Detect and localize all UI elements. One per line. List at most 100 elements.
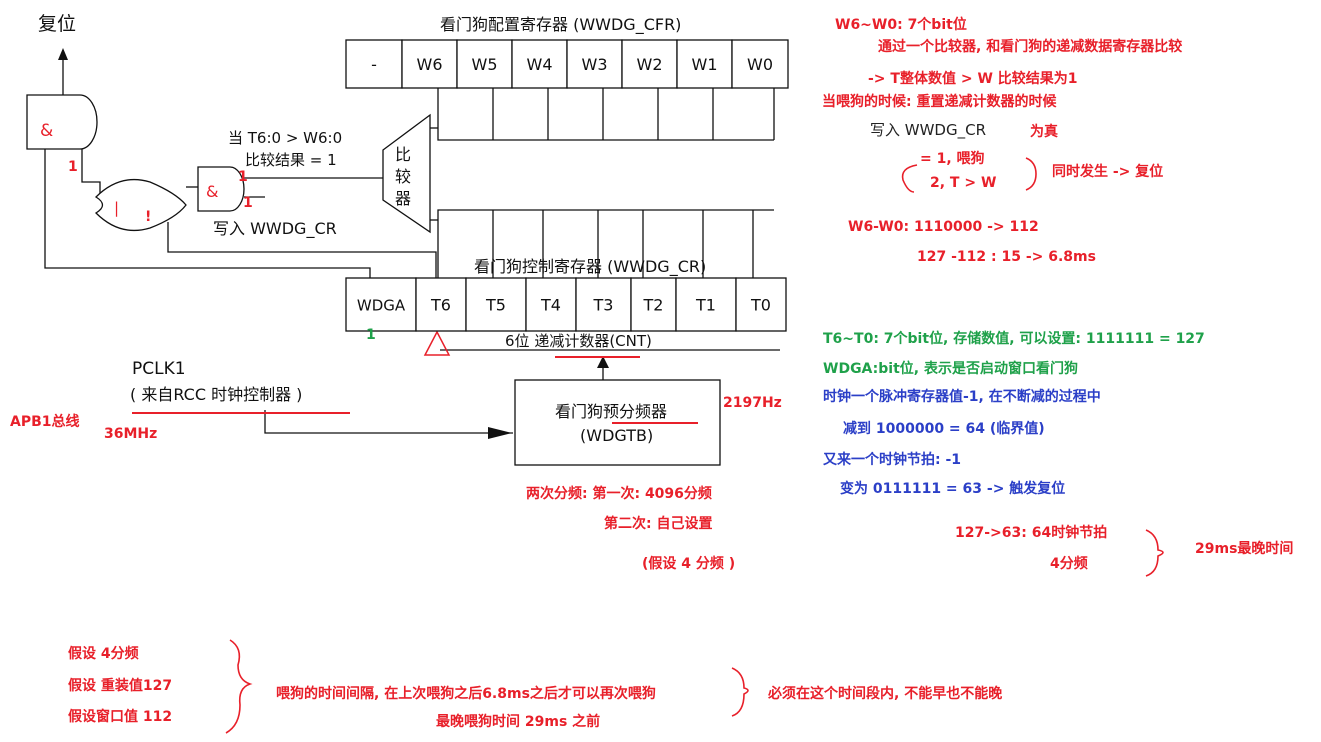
clk-desc: 时钟一个脉冲寄存器值-1, 在不断减的过程中 — [823, 389, 1101, 405]
cond-2: 2, T > W — [930, 175, 997, 191]
wdga-desc: WDGA:bit位, 表示是否启动窗口看门狗 — [823, 361, 1078, 377]
pclk-wire — [264, 410, 513, 434]
cr-cells-bit-label: T6 — [430, 296, 451, 315]
simul-note: 同时发生 -> 复位 — [1052, 164, 1164, 180]
reset-arrow-head — [58, 48, 68, 60]
prescaler-line-2: (WDGTB) — [580, 426, 653, 445]
w-desc: 通过一个比较器, 和看门狗的递减数据寄存器比较 — [878, 39, 1183, 55]
write-cr-label: 写入 WWDG_CR — [213, 219, 337, 239]
cfr-cells-bit-label: W0 — [747, 55, 773, 74]
prescaler-line-1: 看门狗预分频器 — [555, 402, 667, 421]
or-symbol: | — [114, 199, 119, 217]
cr-cells-cell — [465, 277, 527, 332]
feed-when: 当喂狗的时候: 重置递减计数器的时候 — [822, 94, 1057, 110]
cfr-title: 看门狗配置寄存器 (WWDG_CFR) — [440, 15, 681, 35]
cfr-cells-bit-label: W6 — [417, 55, 443, 74]
cr-cells-bit-label: T3 — [593, 296, 614, 315]
write-cr-wire — [167, 222, 437, 278]
ticks-note: 127->63: 64时钟节拍 — [955, 525, 1108, 541]
pclk-label: PCLK1 — [132, 359, 186, 379]
comparator-char-3: 器 — [395, 189, 411, 208]
cr-cells-bit-label: T5 — [485, 296, 506, 315]
cfr-cells-bit-label: W5 — [472, 55, 498, 74]
time-brace — [1145, 529, 1164, 577]
cfr-cells-cell — [511, 39, 568, 89]
two-div-note: 两次分频: 第一次: 4096分频 — [526, 486, 712, 502]
freq-2197: 2197Hz — [723, 395, 782, 411]
cfr-cells-cell — [401, 39, 458, 89]
and2-in-top: 1 — [238, 169, 248, 185]
cr-cells-cell — [630, 277, 677, 332]
must-note: 必须在这个时间段内, 不能早也不能晚 — [768, 686, 1003, 702]
cfr-cells-cell — [456, 39, 513, 89]
or-to-and-wire — [81, 149, 101, 197]
compare-line-1: 当 T6:0 > W6:0 — [228, 129, 342, 147]
and2-in-bottom: 1 — [243, 195, 253, 211]
latest-feed: 最晚喂狗时间 29ms 之前 — [436, 714, 601, 730]
cfr-bus — [437, 88, 774, 141]
cfr-cells-bit-label: W1 — [692, 55, 718, 74]
cr-title: 看门狗控制寄存器 (WWDG_CR) — [474, 257, 706, 277]
wdga-one: 1 — [366, 327, 376, 343]
assume-brace — [225, 639, 253, 734]
second-div-note: 第二次: 自己设置 — [604, 516, 713, 532]
comparator-char-2: 较 — [395, 167, 411, 186]
cfr-cells-cell — [676, 39, 733, 89]
cr-cells-cell — [575, 277, 632, 332]
cr-cells-bit-label: T0 — [750, 296, 771, 315]
compare-line-2: 比较结果 = 1 — [245, 151, 337, 169]
assume-1: 假设 4分频 — [68, 646, 139, 662]
cond-1: = 1, 喂狗 — [920, 151, 985, 167]
w-result: -> T整体数值 > W 比较结果为1 — [868, 71, 1078, 87]
or-gate — [94, 178, 187, 232]
freq-36: 36MHz — [104, 426, 158, 442]
cr-cells-bit-label: T1 — [695, 296, 716, 315]
another-tick: 又来一个时钟节拍: -1 — [823, 452, 962, 468]
t-desc: T6~T0: 7个bit位, 存储数值, 可以设置: 1111111 = 127 — [823, 331, 1205, 347]
w-calc: 127 -112 : 15 -> 6.8ms — [917, 249, 1096, 265]
and-gate-small — [197, 166, 245, 212]
cfr-cells-cell — [731, 39, 789, 89]
cr-cells-cell — [345, 277, 417, 332]
and-symbol: & — [40, 121, 53, 141]
cfr-register: - W6 W5 W4 W3 W2 W1 W0 — [345, 39, 789, 89]
four-div-note: 4分频 — [1050, 556, 1088, 572]
cfr-cells-cell — [566, 39, 623, 89]
condition-brace — [901, 164, 918, 193]
is-true: 为真 — [1030, 124, 1058, 140]
apb1-label: APB1总线 — [10, 414, 80, 430]
cr-bus — [437, 209, 774, 278]
reduce-to: 减到 1000000 = 64 (临界值) — [843, 421, 1045, 437]
cfr-cells-bit-label: W4 — [527, 55, 553, 74]
assume-div-note: (假设 4 分频 ) — [642, 556, 736, 572]
cr-cells-cell — [675, 277, 737, 332]
cfr-cells-bit-label: W2 — [637, 55, 663, 74]
comparator-char-1: 比 — [395, 145, 411, 164]
assume-2: 假设 重装值127 — [68, 678, 173, 694]
and-gate-main — [26, 94, 98, 150]
write-cr-dark: 写入 WWDG_CR — [870, 121, 987, 139]
cr-cells-bit-label: WDGA — [357, 297, 406, 315]
wdga-to-and-wire — [44, 149, 371, 278]
cr-cells-bit-label: T2 — [643, 296, 664, 315]
cfr-cells-bit-label: W3 — [582, 55, 608, 74]
reset-label: 复位 — [38, 13, 76, 35]
cfr-cells-cell — [621, 39, 678, 89]
becomes: 变为 0111111 = 63 -> 触发复位 — [840, 481, 1066, 497]
cr-cells-cell — [415, 277, 467, 332]
pclk-source: ( 来自RCC 时钟控制器 ) — [130, 385, 302, 404]
w-value: W6-W0: 1110000 -> 112 — [848, 219, 1039, 235]
cfr-cells-bit-label: - — [371, 55, 377, 74]
comparator — [382, 113, 431, 234]
cfr-cells-cell — [345, 39, 403, 89]
cr-cells-cell — [735, 277, 787, 332]
latest-time: 29ms最晚时间 — [1195, 541, 1294, 557]
and2-symbol: & — [206, 182, 218, 201]
counter-label: 6位 递减计数器(CNT) — [505, 332, 652, 350]
or-in-bang: ! — [145, 209, 152, 225]
w-title: W6~W0: 7个bit位 — [835, 17, 967, 33]
t6-marker-icon — [423, 330, 451, 356]
and-out-one: 1 — [68, 159, 78, 175]
